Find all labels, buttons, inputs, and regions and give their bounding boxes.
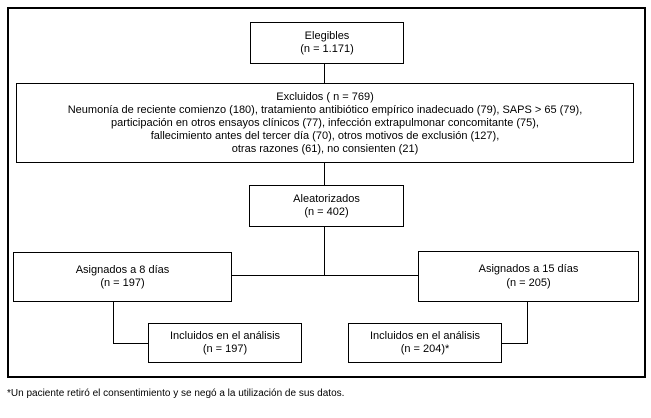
box-excluidos-title: Excluidos ( n = 769) — [276, 90, 374, 103]
connector-to-incluidos15 — [502, 343, 528, 344]
footnote: *Un paciente retiró el consentimiento y … — [7, 388, 345, 399]
box-aleatorizados: Aleatorizados (n = 402) — [249, 185, 404, 227]
box-excluidos-line-1: Neumonía de reciente comienzo (180), tra… — [67, 103, 583, 116]
box-incluidos-analisis-8: Incluidos en el análisis (n = 197) — [148, 323, 302, 363]
box-elegibles-label: Elegibles — [304, 29, 350, 42]
connector-to-incluidos8 — [113, 343, 148, 344]
connector-aleatorizados-branch — [324, 227, 325, 275]
box-excluidos-line-2: participación en otros ensayos clínicos … — [111, 116, 539, 129]
box-asignados-15-dias-label: Asignados a 15 días — [478, 263, 579, 275]
box-incluidos-analisis-8-label: Incluidos en el análisis — [169, 329, 281, 342]
box-asignados-15-dias: Asignados a 15 días (n = 205) — [418, 251, 639, 302]
box-elegibles: Elegibles (n = 1.171) — [250, 22, 404, 64]
box-asignados-8-dias: Asignados a 8 días (n = 197) — [13, 252, 232, 302]
connector-asignados15-down — [527, 302, 528, 343]
connector-elegibles-excluidos — [324, 64, 325, 83]
box-excluidos-line-4: otras razones (61), no consienten (21) — [231, 142, 419, 155]
connector-excluidos-aleatorizados — [324, 163, 325, 186]
box-aleatorizados-count: (n = 402) — [304, 206, 349, 218]
box-elegibles-count: (n = 1.171) — [300, 43, 354, 55]
box-asignados-8-dias-label: Asignados a 8 días — [75, 263, 170, 276]
box-asignados-8-dias-count: (n = 197) — [100, 277, 145, 289]
connector-branch-horizontal — [232, 275, 418, 276]
box-incluidos-analisis-15-count: (n = 204)* — [400, 343, 450, 355]
box-excluidos-line-3: fallecimiento antes del tercer día (70),… — [150, 129, 500, 142]
box-asignados-15-dias-count: (n = 205) — [506, 276, 551, 289]
connector-asignados8-down — [113, 302, 114, 343]
box-aleatorizados-label: Aleatorizados — [293, 192, 360, 205]
box-incluidos-analisis-8-count: (n = 197) — [202, 343, 248, 355]
box-incluidos-analisis-15-label: Incluidos en el análisis — [369, 329, 481, 342]
box-excluidos: Excluidos ( n = 769) Neumonía de recient… — [16, 83, 634, 163]
box-incluidos-analisis-15: Incluidos en el análisis (n = 204)* — [348, 323, 502, 363]
